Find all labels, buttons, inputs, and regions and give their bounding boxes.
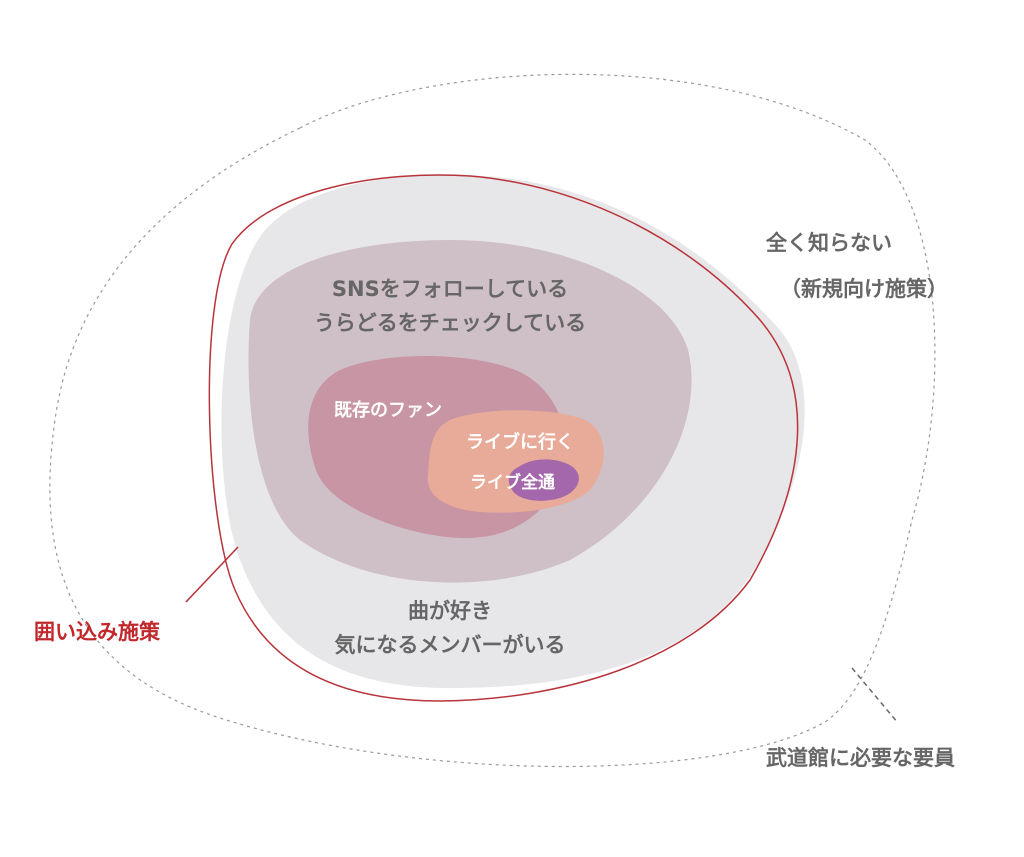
sns-label: SNSをフォローしている うらどるをチェックしている — [300, 272, 600, 340]
sns-label-line2: うらどるをチェックしている — [313, 311, 587, 335]
all-lives-label: ライブ全通 — [470, 473, 555, 493]
sns-label-line1: SNSをフォローしている — [331, 277, 569, 301]
gray-leader-line — [851, 667, 899, 724]
retention-label: 囲い込み施策 — [34, 620, 160, 644]
go-to-live-label: ライブに行く — [466, 432, 574, 453]
likes-label-line2: 気になるメンバーがいる — [334, 633, 566, 657]
budokan-label: 武道館に必要な要員 — [766, 746, 955, 770]
unaware-label: 全く知らない （新規向け施策） — [766, 226, 948, 306]
likes-label-line1: 曲が好き — [408, 599, 492, 623]
core-region — [508, 459, 579, 501]
existing-fans-label: 既存のファン — [334, 400, 442, 421]
live-region — [427, 410, 604, 513]
red-outline — [208, 174, 799, 702]
red-leader-line — [185, 546, 239, 603]
likes-label: 曲が好き 気になるメンバーがいる — [300, 594, 600, 662]
unaware-label-line1: 全く知らない — [766, 231, 892, 255]
unaware-label-line2: （新規向け施策） — [780, 277, 948, 301]
